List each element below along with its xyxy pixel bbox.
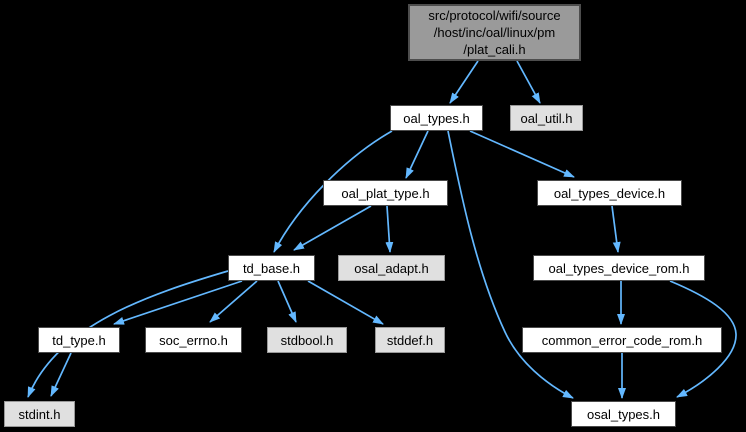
edge-td_type_h-to-stdint_h <box>50 352 72 397</box>
node-oal_types_h-label: oal_types.h <box>403 110 470 126</box>
edge-td_base_h-to-td_type_h <box>113 280 243 325</box>
node-td_type_h[interactable]: td_type.h <box>38 327 120 353</box>
node-td_base_h-label: td_base.h <box>242 260 301 276</box>
node-oal_types_device_h[interactable]: oal_types_device.h <box>537 180 682 206</box>
node-osal_types_h-label: osal_types.h <box>587 406 660 422</box>
edge-plat_cali_h-to-oal_types_h <box>449 60 479 104</box>
node-td_type_h-label: td_type.h <box>52 332 106 348</box>
node-plat_cali_h: src/protocol/wifi/source /host/inc/oal/l… <box>408 4 581 61</box>
node-stddef_h: stddef.h <box>375 327 445 353</box>
node-stddef_h-label: stddef.h <box>386 332 434 348</box>
node-stdbool_h-label: stdbool.h <box>280 332 334 348</box>
node-oal_types_device_rom_h[interactable]: oal_types_device_rom.h <box>533 255 705 281</box>
edge-oal_types_h-to-oal_types_device_h <box>469 130 575 178</box>
edge-td_base_h-to-stdbool_h <box>277 280 297 323</box>
node-common_error_code_rom_h-label: common_error_code_rom.h <box>541 332 703 348</box>
edge-plat_cali_h-to-oal_util_h <box>516 60 541 104</box>
edge-oal_plat_type_h-to-osal_adapt_h <box>385 205 394 253</box>
node-stdint_h: stdint.h <box>4 401 75 427</box>
edge-td_base_h-to-stddef_h <box>307 280 384 325</box>
node-oal_plat_type_h-label: oal_plat_type.h <box>341 185 430 201</box>
node-stdbool_h: stdbool.h <box>267 327 347 353</box>
node-oal_types_h[interactable]: oal_types.h <box>390 105 483 131</box>
edge-oal_types_device_rom_h-to-osal_types_h <box>669 280 737 398</box>
node-osal_adapt_h-label: osal_adapt.h <box>354 260 429 276</box>
edge-oal_plat_type_h-to-td_base_h <box>293 205 372 251</box>
node-oal_util_h-label: oal_util.h <box>520 110 573 126</box>
node-plat_cali_h-label: src/protocol/wifi/source /host/inc/oal/l… <box>428 8 561 57</box>
edge-td_base_h-to-soc_errno_h <box>209 280 258 323</box>
node-osal_adapt_h: osal_adapt.h <box>338 255 445 281</box>
edge-oal_types_h-to-oal_plat_type_h <box>405 130 429 179</box>
node-oal_types_device_rom_h-label: oal_types_device_rom.h <box>548 260 690 276</box>
node-common_error_code_rom_h[interactable]: common_error_code_rom.h <box>522 327 722 353</box>
node-soc_errno_h[interactable]: soc_errno.h <box>145 327 242 353</box>
node-stdint_h-label: stdint.h <box>18 406 61 422</box>
node-td_base_h[interactable]: td_base.h <box>228 255 315 281</box>
edge-oal_types_h-to-osal_types_h <box>447 130 574 399</box>
node-oal_util_h: oal_util.h <box>510 105 583 131</box>
node-oal_plat_type_h[interactable]: oal_plat_type.h <box>323 180 448 206</box>
node-osal_types_h[interactable]: osal_types.h <box>571 401 676 427</box>
edge-oal_types_device_h-to-oal_types_device_rom_h <box>611 205 621 253</box>
node-oal_types_device_h-label: oal_types_device.h <box>553 185 666 201</box>
edge-td_base_h-to-stdint_h <box>27 270 229 398</box>
node-soc_errno_h-label: soc_errno.h <box>159 332 228 348</box>
